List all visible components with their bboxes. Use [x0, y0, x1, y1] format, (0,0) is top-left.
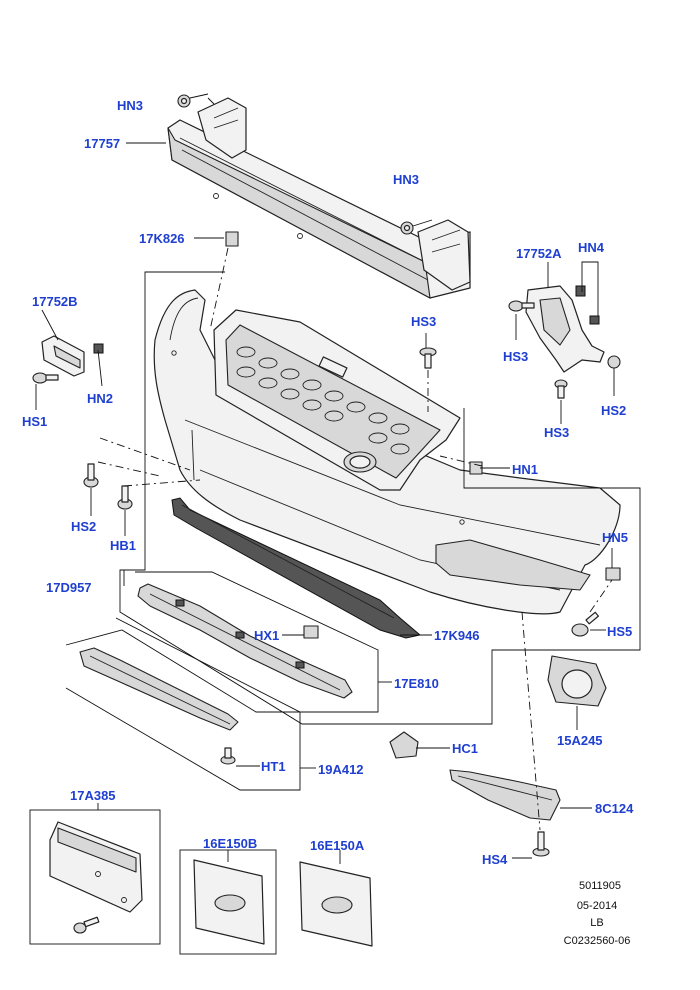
hn3-nut-mid — [400, 221, 414, 235]
label-hc1: HC1 — [452, 741, 478, 756]
hn3-nut-top — [177, 94, 191, 108]
label-hs1: HS1 — [22, 414, 47, 429]
label-hs3-right: HS3 — [503, 349, 528, 364]
label-hx1: HX1 — [254, 628, 279, 643]
screw-hs3-right — [508, 300, 535, 312]
bracket-17752b — [41, 335, 104, 377]
screw-hs2-left — [83, 463, 99, 488]
label-hs2-left: HS2 — [71, 519, 96, 534]
screw-hs1 — [32, 372, 59, 384]
label-hs2-right: HS2 — [601, 403, 626, 418]
label-ht1: HT1 — [261, 759, 286, 774]
label-16e150a: 16E150A — [310, 838, 365, 853]
screw-ht1 — [220, 747, 236, 765]
alignment-lines — [97, 247, 613, 831]
spoiler-19a412 — [79, 647, 239, 731]
screw-hs3-right-low — [554, 379, 568, 399]
label-17757: 17757 — [84, 136, 120, 151]
label-hs4: HS4 — [482, 852, 508, 867]
callout-labels: HN3 17757 HN3 17K826 17752A HN4 17752B H… — [22, 98, 634, 867]
radiator-grille — [213, 309, 461, 491]
label-17752b: 17752B — [32, 294, 78, 309]
bolt-hb1 — [117, 485, 133, 510]
label-17752a: 17752A — [516, 246, 562, 261]
clip-17k826 — [225, 231, 239, 247]
label-17k826: 17K826 — [139, 231, 185, 246]
reference-code: C0232560-06 — [564, 935, 631, 947]
licence-plate-bracket-17a385 — [49, 821, 143, 934]
label-17e810: 17E810 — [394, 676, 439, 691]
reference-number: 5011905 — [579, 880, 621, 892]
label-17d957: 17D957 — [46, 580, 92, 595]
reference-block: 5011905 05-2014 LB C0232560-06 — [564, 880, 631, 947]
bumper-beam — [167, 97, 471, 299]
screw-hs5 — [571, 611, 600, 637]
screw-hs4 — [532, 831, 550, 857]
trim-8c124 — [449, 769, 561, 821]
label-15a245: 15A245 — [557, 733, 603, 748]
label-16e150b: 16E150B — [203, 836, 257, 851]
assembly-frames — [29, 271, 641, 955]
bracket-17752a — [525, 285, 605, 373]
hc1-clip — [389, 731, 419, 759]
label-hs3-right-low: HS3 — [544, 425, 569, 440]
label-hn4: HN4 — [578, 240, 605, 255]
reference-date: 05-2014 — [577, 900, 617, 912]
badge-plate-16e150b — [193, 859, 265, 945]
reference-model: LB — [590, 917, 603, 929]
label-19a412: 19A412 — [318, 762, 364, 777]
label-hn3-top: HN3 — [117, 98, 143, 113]
label-hs5: HS5 — [607, 624, 632, 639]
hn5-nut — [605, 567, 621, 581]
label-hn5: HN5 — [602, 530, 628, 545]
label-hn3-mid: HN3 — [393, 172, 419, 187]
label-hn1: HN1 — [512, 462, 538, 477]
label-17a385: 17A385 — [70, 788, 116, 803]
label-hb1: HB1 — [110, 538, 136, 553]
leader-lines — [35, 142, 615, 864]
badge-plate-16e150a — [299, 861, 373, 947]
fog-lamp-bezel-15a245 — [547, 655, 607, 707]
label-hs3-center: HS3 — [411, 314, 436, 329]
grille-insert-17e810 — [137, 583, 353, 699]
screw-hs2-right — [607, 355, 621, 369]
screw-hs3-center — [419, 347, 437, 369]
label-hn2: HN2 — [87, 391, 113, 406]
label-17k946: 17K946 — [434, 628, 480, 643]
hx1-clip — [303, 625, 319, 639]
label-8c124: 8C124 — [595, 801, 634, 816]
